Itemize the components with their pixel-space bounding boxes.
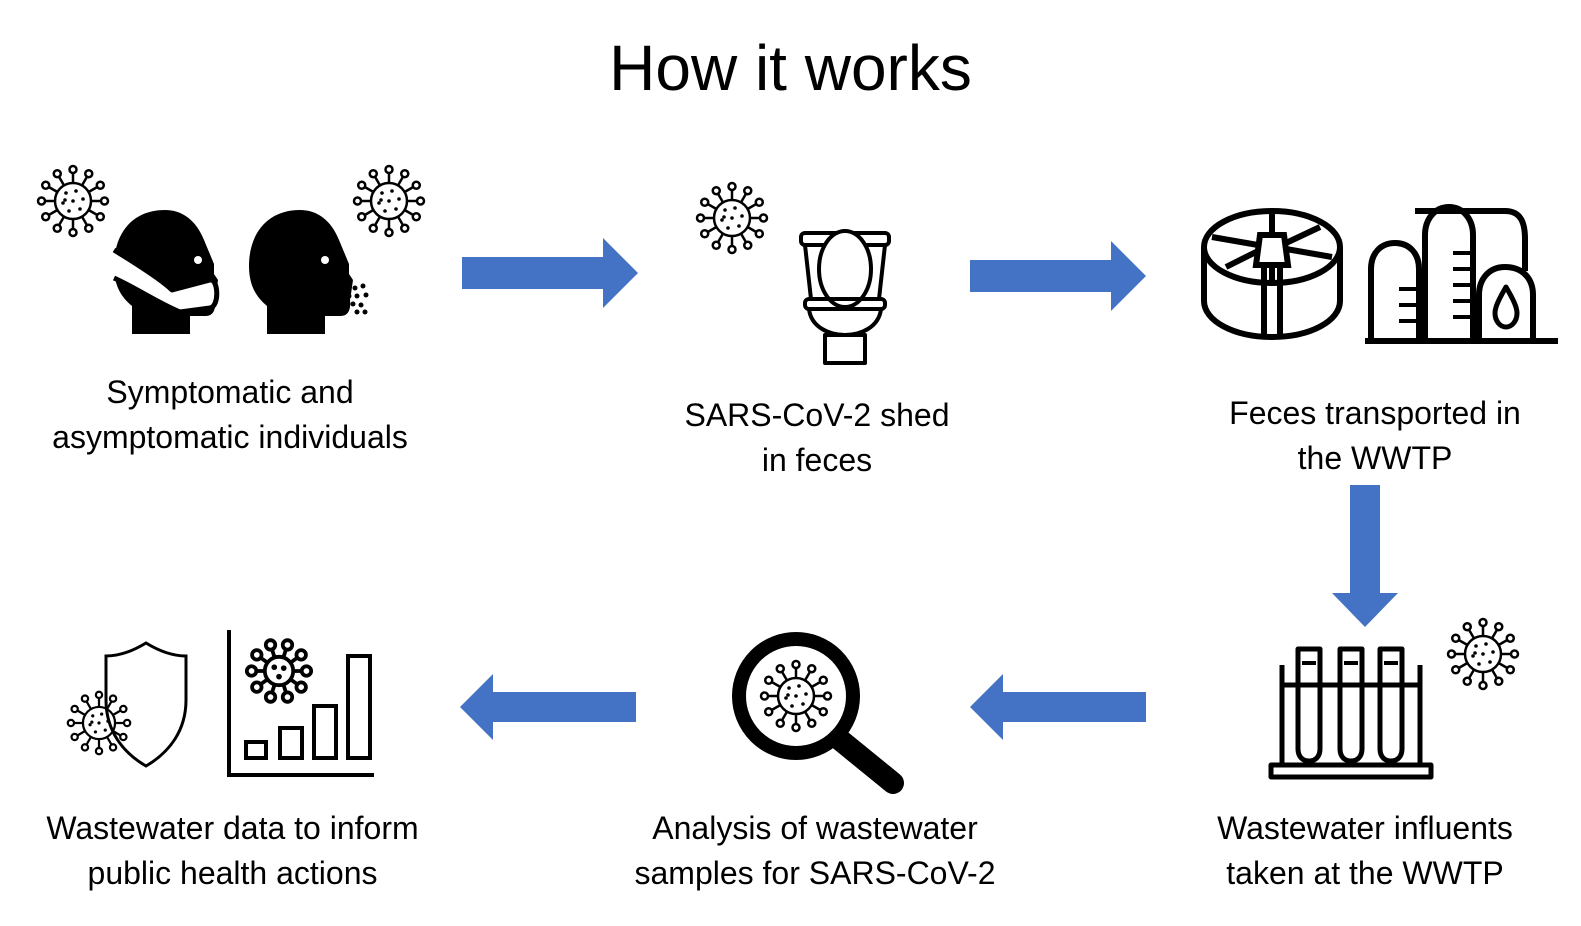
step-label-influents: Wastewater influents taken at the WWTP xyxy=(1217,810,1513,891)
arrow-left-1 xyxy=(970,674,1146,740)
arrow-left-2 xyxy=(460,674,636,740)
arrow-down xyxy=(1332,485,1398,627)
step-label-actions: Wastewater data to inform public health … xyxy=(46,810,419,891)
virus-icon xyxy=(244,638,314,704)
arrow-right-1 xyxy=(462,238,638,308)
step-label-analysis: Analysis of wastewater samples for SARS-… xyxy=(634,810,996,891)
test-tubes-icon xyxy=(1268,646,1434,780)
sneezing-person-icon xyxy=(249,210,369,334)
virus-icon xyxy=(1446,617,1520,691)
shield-virus-icon xyxy=(104,641,188,768)
step-label-transport: Feces transported in the WWTP xyxy=(1229,395,1521,476)
toilet-icon xyxy=(799,229,891,365)
virus-icon xyxy=(352,164,426,238)
treatment-plant-icon xyxy=(1365,204,1558,344)
virus-icon xyxy=(695,181,769,255)
virus-icon xyxy=(759,659,833,733)
step-label-shed: SARS-CoV-2 shed in feces xyxy=(684,397,950,478)
bar-chart-virus-icon xyxy=(227,630,374,777)
water-tank-icon xyxy=(1201,208,1343,341)
virus-icon xyxy=(66,690,132,756)
masked-person-icon xyxy=(112,210,220,334)
arrow-right-2 xyxy=(970,241,1146,311)
diagram-title: How it works xyxy=(609,32,972,104)
virus-icon xyxy=(36,164,110,238)
step-label-individuals: Symptomatic and asymptomatic individuals xyxy=(52,374,408,455)
